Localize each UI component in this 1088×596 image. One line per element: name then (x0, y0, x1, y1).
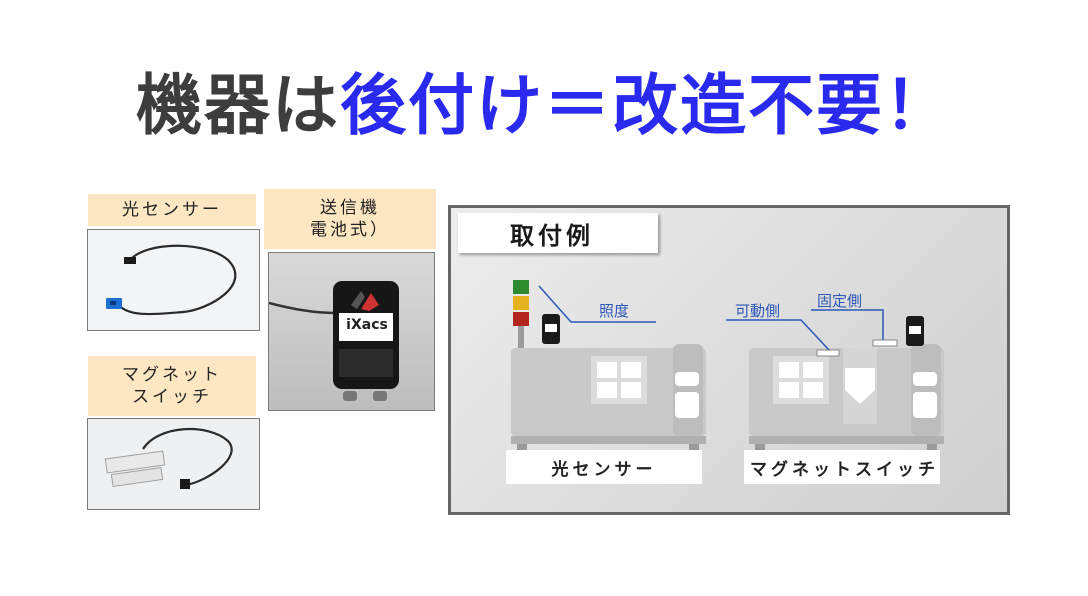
light-sensor-label: 光センサー (88, 194, 256, 226)
transmitter-photo: iXacs (268, 252, 435, 411)
fixed-side-label: 固定側 (817, 292, 863, 310)
transmitter-brand: iXacs (346, 317, 388, 333)
magnet-switch-image (104, 427, 233, 489)
machines-illustration (511, 280, 944, 452)
illuminance-label: 照度 (599, 302, 630, 320)
installation-example-heading: 取付例 (458, 213, 658, 253)
title-part-1: 機器は (136, 67, 340, 144)
light-sensor-photo (87, 229, 260, 331)
movable-side-label: 可動側 (735, 302, 781, 320)
page-title: 機器は後付け＝改造不要！ (0, 52, 1088, 148)
magnet-switch-caption: マグネットスイッチ (744, 450, 940, 484)
magnet-switch-label: マグネット スイッチ (88, 356, 256, 416)
light-sensor-caption: 光センサー (506, 450, 702, 484)
transmitter-label: 送信機 電池式） (264, 189, 436, 249)
title-part-2: 後付け＝改造不要！ (340, 67, 952, 144)
magnet-switch-photo (87, 418, 260, 510)
light-sensor-image (106, 244, 237, 316)
transmitter-image (269, 281, 399, 401)
